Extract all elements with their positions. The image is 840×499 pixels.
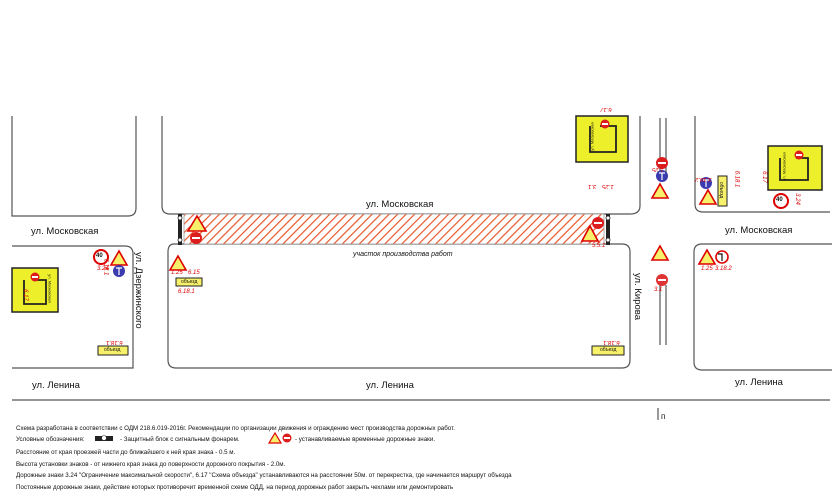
block-mid-right [693,243,832,371]
code-1-25-right: 1.25 [701,266,713,272]
barrier-blocks [178,214,610,245]
code-6-15: 6.15 [188,270,200,276]
speed-limit-left: 40 [96,253,103,259]
street-moskovskaya-center: ул. Московская [366,199,434,210]
no-entry-signs [190,157,668,286]
speed-limit-right: 40 [776,197,783,203]
code-6-18-1-dzer: 6.18.1 [178,289,195,295]
block-mid-left [12,245,134,369]
warning-sign-right-mid [697,248,717,265]
code-3-1-kirova: 3.1 [654,287,663,293]
legend-signs: - устанавливаемые временные дорожные зна… [295,436,436,443]
block-top-left [11,116,137,217]
warning-sign-left [109,249,129,266]
street-moskovskaya-right: ул. Московская [725,225,793,236]
code-6-18-1-left: 6.18.1 [106,339,123,345]
legend-prefix: Условные обозначения: [16,436,85,443]
street-kirova: ул. Кирова [632,273,643,320]
code-5-5-1: 5.5.1 [592,243,606,249]
street-lenina-left: ул. Ленина [32,380,80,391]
code-3-1-top: 3.1 [588,183,597,189]
work-zone-label: участок производства работ [353,251,453,258]
note-4: Дорожные знаки 3.24 "Ограничение максима… [16,472,512,479]
code-6-18-1-left-v: 6.18.1 [102,258,109,276]
note-5: Постоянные дорожные знаки, действие кото… [16,484,454,491]
code-6-17-left: 6.17 [21,289,28,301]
detour-plate-topright: объезд [718,181,725,199]
detour-plate-left: объезд [104,347,121,353]
warning-sign-topright [698,188,718,205]
block-mid-center [167,243,631,369]
street-dzerzhinskogo: ул. Дзержинского [133,252,144,329]
code-3-24-right: 3.24 [793,193,800,205]
work-zone-hatch [183,213,605,245]
code-6-17-center: 6.17 [600,106,612,112]
scheme-text-center: ул. Московская [589,122,595,151]
scheme-text-left: ул. Московская [47,274,53,303]
street-moskovskaya-left: ул. Московская [31,226,99,237]
code-6-18-1-right: 6.18.1 [603,339,620,345]
speed-limit-signs [93,193,789,265]
code-1-25-dzer: 1.25 [171,270,183,276]
code-6-18-1-right-v: 6.18.1 [733,170,740,188]
street-lenina-right: ул. Ленина [735,377,783,388]
warning-sign-right [580,224,600,242]
scheme-text-right: ул. Московская [781,152,787,181]
warning-sign-kirova-top [650,182,670,199]
code-3-18-2-top: 3.18.2 [695,176,712,182]
note-1: Схема разработана в соответствии с ОДМ 2… [16,425,455,432]
code-6-17-right: 6.17 [760,171,767,183]
code-3-24-left: 3.24 [97,266,109,272]
detour-plate-right: объезд [600,347,617,353]
scheme-boards [11,115,823,313]
code-1-25-kirova: 1.25 [652,166,664,172]
note-3: Высота установки знаков - от нижнего кра… [16,461,286,468]
warning-sign-left-top [186,214,208,232]
block-top-right [694,116,830,213]
code-3-18-2-right: 3.18.2 [715,266,732,272]
warning-sign-dzer [168,254,188,271]
note-2: Расстояние от края проезжей части до бли… [16,449,236,456]
letter-p: п [661,412,666,421]
street-lenina-center: ул. Ленина [366,380,414,391]
warning-sign-kirova-bottom [650,244,670,261]
legend-barrier: - Защитный блок с сигнальным фонарем. [120,436,240,443]
code-1-25-top: 1.25 [602,183,614,189]
detour-plate-dzer: объезд [181,279,198,285]
